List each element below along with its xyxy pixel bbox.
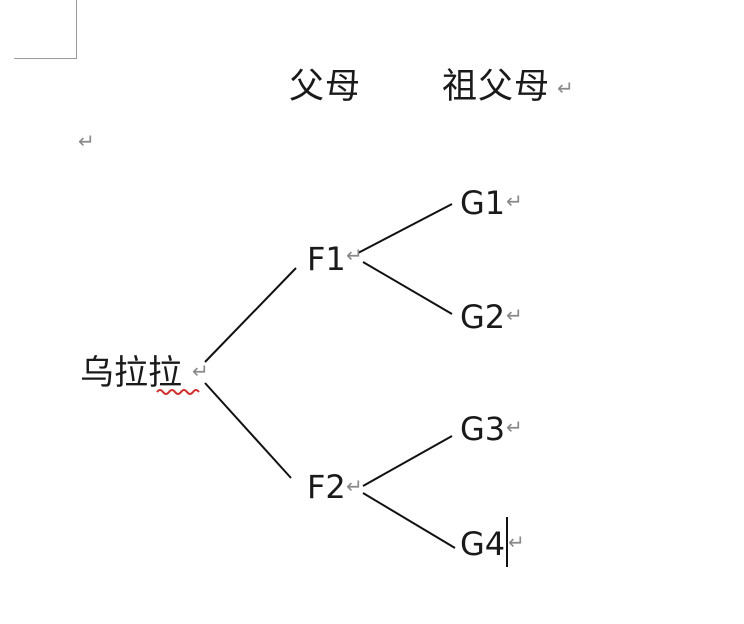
line-f1-g1 [357,203,453,254]
tree-node-g4: G4 [460,525,506,563]
spellcheck-squiggle [156,389,200,395]
line-root-f2 [204,382,292,479]
paragraph-mark-header: ↵ [557,76,574,100]
paragraph-mark-g3: ↵ [506,415,523,439]
text-cursor [506,517,508,567]
tree-node-f2: F2 [307,468,346,506]
tree-node-g2: G2 [460,298,506,336]
line-f2-g3 [362,435,453,487]
paragraph-mark-root: ↵ [192,359,209,383]
tree-root-label: 乌拉拉 [80,353,182,393]
tree-node-g1: G1 [460,184,506,222]
header-parents: 父母 [289,67,362,107]
line-f1-g2 [362,261,453,315]
line-f2-g4 [362,492,456,549]
page-corner-mark-horizontal [14,58,77,59]
paragraph-mark-g4: ↵ [508,530,525,554]
paragraph-mark-f1: ↵ [346,243,363,267]
tree-node-g3: G3 [460,410,506,448]
paragraph-mark-g1: ↵ [506,189,523,213]
paragraph-mark-empty-line: ↵ [78,129,95,153]
paragraph-mark-g2: ↵ [506,303,523,327]
paragraph-mark-f2: ↵ [346,474,363,498]
tree-node-f1: F1 [307,240,346,278]
line-root-f1 [204,267,297,363]
page-corner-mark-vertical [76,0,77,59]
header-grandparents: 祖父母 [442,67,551,107]
